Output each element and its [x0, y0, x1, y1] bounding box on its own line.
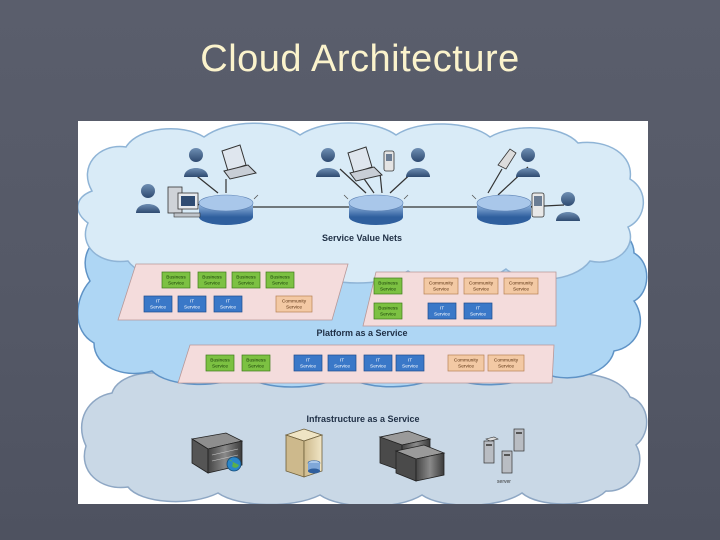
service-box-text: Service: [380, 287, 396, 293]
service-box-text: IT: [226, 299, 230, 305]
service-box-text: Business: [270, 275, 290, 281]
server-caption: server: [497, 479, 511, 485]
laptop-icon: [347, 146, 383, 182]
service-box-text: Community: [494, 358, 519, 364]
service-box-text: Community: [454, 358, 479, 364]
user-icon: [136, 184, 160, 213]
service-box-text: Community: [282, 299, 307, 305]
service-box-text: Business: [202, 275, 222, 281]
network-hub-icon: [348, 194, 404, 225]
globe-icon: [226, 456, 242, 472]
service-boxes: BusinessServiceBusinessServiceBusinessSe…: [143, 271, 539, 372]
user-icon: [184, 148, 208, 177]
service-box-text: Community: [469, 281, 494, 287]
service-box-text: Service: [370, 364, 386, 370]
service-box-text: Service: [238, 281, 254, 287]
service-box-text: Service: [513, 287, 529, 293]
service-box-text: IT: [156, 299, 160, 305]
service-box-text: Service: [434, 312, 450, 318]
service-box-text: Service: [286, 305, 302, 311]
user-icon: [516, 148, 540, 177]
service-box-text: Service: [470, 312, 486, 318]
service-box-text: Service: [272, 281, 288, 287]
service-box-text: IT: [340, 358, 344, 364]
service-box-text: Business: [166, 275, 186, 281]
service-box-text: Business: [236, 275, 256, 281]
service-box-text: Service: [150, 305, 166, 311]
service-box-text: Service: [212, 364, 228, 370]
service-box-text: Service: [204, 281, 220, 287]
user-icon: [556, 192, 580, 221]
service-box-text: Service: [248, 364, 264, 370]
service-box-text: Service: [402, 364, 418, 370]
database-server-icon: [284, 428, 324, 478]
pda-icon: [531, 192, 545, 218]
service-box-text: Service: [334, 364, 350, 370]
network-hub-icon: [198, 194, 254, 225]
mobile-phone-icon: [383, 150, 395, 172]
infrastructure-label: Infrastructure as a Service: [306, 414, 419, 424]
platform-label: Platform as a Service: [316, 328, 407, 338]
service-box-text: Community: [429, 281, 454, 287]
service-box-text: Business: [210, 358, 230, 364]
user-icon: [406, 148, 430, 177]
mobile-phone-icon: [497, 148, 517, 170]
diagram-frame: Infrastructure as a Service: [78, 121, 648, 504]
service-box-text: IT: [306, 358, 310, 364]
service-box-text: Service: [300, 364, 316, 370]
service-box-text: Service: [458, 364, 474, 370]
slide-title: Cloud Architecture: [200, 38, 520, 80]
server-cluster-icon: [378, 430, 446, 482]
service-box-text: IT: [408, 358, 412, 364]
service-box-text: Business: [246, 358, 266, 364]
service-box-text: Service: [184, 305, 200, 311]
laptop-icon: [221, 144, 257, 180]
service-value-nets-label: Service Value Nets: [322, 233, 402, 243]
service-box-text: Service: [498, 364, 514, 370]
service-box-text: Service: [168, 281, 184, 287]
cloud-architecture-diagram: Infrastructure as a Service: [78, 122, 648, 504]
service-box-text: Service: [473, 287, 489, 293]
service-box-text: Service: [380, 312, 396, 318]
service-box-text: Service: [220, 305, 236, 311]
service-box-text: Service: [433, 287, 449, 293]
service-box-text: IT: [190, 299, 194, 305]
tower-server-icon: [483, 428, 525, 474]
service-box-text: Community: [509, 281, 534, 287]
service-box-text: IT: [476, 306, 480, 312]
service-box-text: IT: [376, 358, 380, 364]
service-box-text: Business: [378, 306, 398, 312]
service-box-text: IT: [440, 306, 444, 312]
network-hub-icon: [476, 194, 532, 225]
desktop-computer-icon: [167, 186, 201, 218]
user-icon: [316, 148, 340, 177]
service-box-text: Business: [378, 281, 398, 287]
